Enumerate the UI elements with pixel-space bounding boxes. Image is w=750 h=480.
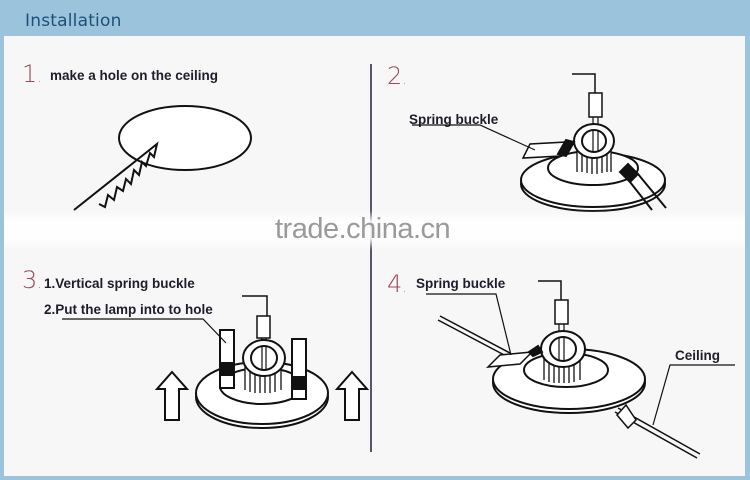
page-title: Installation [25,11,122,31]
saw-hole-icon [73,105,252,211]
step-3-label-2: 2.Put the lamp into to hole [44,302,213,317]
step-4-ceiling-label: Ceiling [675,348,721,363]
vertical-divider [370,64,372,452]
lamp-spring-buckle-icon [412,73,667,212]
up-arrow-icon [334,370,370,421]
up-arrow-icon [154,370,190,421]
lamp-installed-ceiling-icon [426,280,735,459]
watermark: trade.china.cn [275,213,451,245]
step-2-spring-buckle-label: Spring buckle [409,112,499,127]
step-1-label: make a hole on the ceiling [50,68,219,83]
step-1-number: 1. [22,60,42,88]
header-bar: Installation [0,0,750,36]
step-4-spring-buckle-label: Spring buckle [416,276,506,291]
step-2-number: 2. [387,62,407,90]
step-3-number: 3. [22,266,42,294]
step-3-label-1: 1.Vertical spring buckle [44,276,195,291]
lamp-vertical-buckles-icon [62,295,370,429]
step-4-number: 4. [387,270,407,298]
watermark-band [4,210,745,250]
